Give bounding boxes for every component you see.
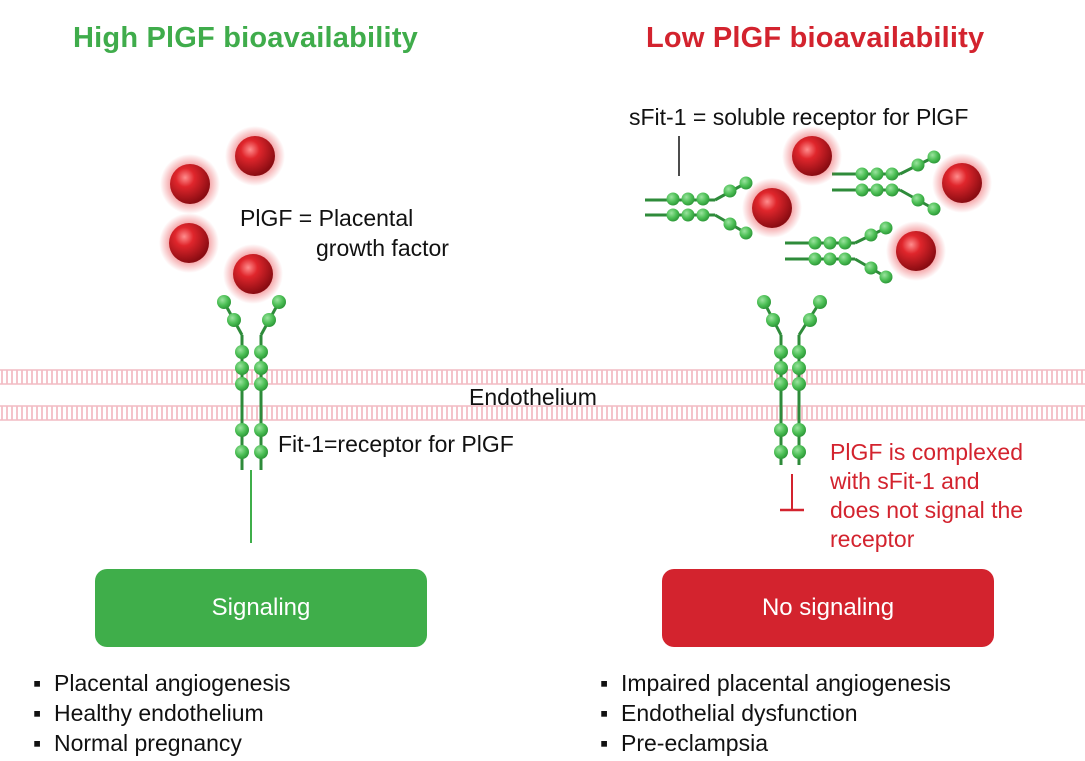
list-item: ▪ Pre-eclampsia xyxy=(600,728,951,758)
sfit-complex xyxy=(785,221,946,284)
list-item-text: Impaired placental angiogenesis xyxy=(621,670,951,696)
membrane-lower-band xyxy=(0,406,1085,420)
list-item-text: Normal pregnancy xyxy=(54,730,242,756)
list-item: ▪ Impaired placental angiogenesis xyxy=(600,668,951,698)
bullet-icon: ▪ xyxy=(33,730,42,756)
endothelium-label: Endothelium xyxy=(469,384,597,410)
list-item: ▪ Normal pregnancy xyxy=(33,728,291,758)
no-signaling-box-label: No signaling xyxy=(761,594,895,621)
plgf-definition-line2: growth factor xyxy=(316,235,449,261)
complex-note-line: with sFit-1 and xyxy=(830,468,980,494)
list-item-text: Pre-eclampsia xyxy=(621,730,768,756)
left-panel-title: High PlGF bioavailability xyxy=(73,22,418,54)
bullet-icon: ▪ xyxy=(600,700,609,726)
bullet-icon: ▪ xyxy=(600,670,609,696)
fit1-receptor-left xyxy=(217,295,286,543)
list-item: ▪ Placental angiogenesis xyxy=(33,668,291,698)
list-item: ▪ Endothelial dysfunction xyxy=(600,698,951,728)
bullet-icon: ▪ xyxy=(600,730,609,756)
list-item-text: Endothelial dysfunction xyxy=(621,700,858,726)
complex-note-line: receptor xyxy=(830,526,915,552)
plgf-ball xyxy=(225,126,285,186)
signaling-box-label: Signaling xyxy=(211,594,311,621)
plgf-molecules-left xyxy=(159,126,285,304)
endothelium-membrane xyxy=(0,369,1085,421)
plgf-definition-line1: PlGF = Placental xyxy=(240,205,414,231)
complex-note-line: PlGF is complexed xyxy=(830,439,1024,465)
receptor-label: Fit-1=receptor for PlGF xyxy=(278,431,514,457)
signaling-box: Signaling xyxy=(95,569,427,647)
left-outcome-list: ▪ Placental angiogenesis ▪ Healthy endothe… xyxy=(33,668,291,758)
fit1-receptor-right xyxy=(757,295,827,465)
right-panel-title: Low PlGF bioavailability xyxy=(646,22,985,54)
plgf-ball xyxy=(160,154,220,214)
list-item-text: Placental angiogenesis xyxy=(54,670,291,696)
plgf-ball-bound xyxy=(782,126,842,186)
sfit-definition-label: sFit-1 = soluble receptor for PlGF xyxy=(629,104,969,130)
list-item: ▪ Healthy endothelium xyxy=(33,698,291,728)
complex-note-line: does not signal the xyxy=(830,497,1024,523)
no-signaling-box: No signaling xyxy=(662,569,994,647)
sfit-complex xyxy=(832,150,992,216)
list-item-text: Healthy endothelium xyxy=(54,700,264,726)
inhibition-symbol xyxy=(780,474,804,512)
bullet-icon: ▪ xyxy=(33,670,42,696)
sfit-complex xyxy=(645,176,802,240)
plgf-ball-bound xyxy=(223,244,283,304)
complex-note: PlGF is complexed with sFit-1 and does n… xyxy=(830,438,1023,554)
bullet-icon: ▪ xyxy=(33,700,42,726)
membrane-upper-band xyxy=(0,370,1085,384)
right-outcome-list: ▪ Impaired placental angiogenesis ▪ Endoth… xyxy=(600,668,951,758)
plgf-ball xyxy=(159,213,219,273)
